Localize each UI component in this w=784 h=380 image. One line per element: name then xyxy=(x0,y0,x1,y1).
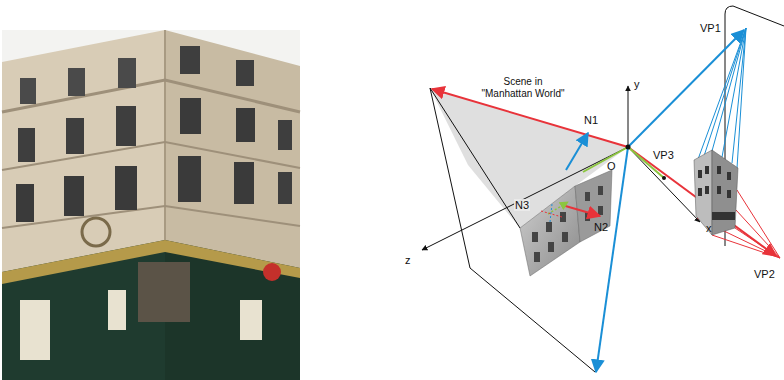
x-axis xyxy=(628,147,700,222)
normal-arrow xyxy=(562,205,600,216)
y-axis xyxy=(628,86,629,147)
axis-label: z xyxy=(405,254,411,266)
manhattan-diagram xyxy=(422,6,784,372)
z-axis xyxy=(422,147,628,250)
normal-arrow xyxy=(566,133,588,170)
origin-label: O xyxy=(607,160,616,172)
normal-label: N3 xyxy=(514,199,530,211)
axis-label: x xyxy=(706,222,712,234)
scene-plane xyxy=(430,88,628,228)
vanishing-point-label: VP2 xyxy=(754,268,775,280)
normal-label: N1 xyxy=(584,114,598,126)
normal-label: N2 xyxy=(594,221,608,233)
vanishing-point-label: VP1 xyxy=(700,22,721,34)
building-photo xyxy=(2,30,300,380)
scene-caption: Scene in "Manhattan World" xyxy=(478,76,568,100)
axis-label: y xyxy=(634,78,640,90)
vanishing-point-label: VP3 xyxy=(653,149,674,161)
projected-image xyxy=(694,150,712,235)
